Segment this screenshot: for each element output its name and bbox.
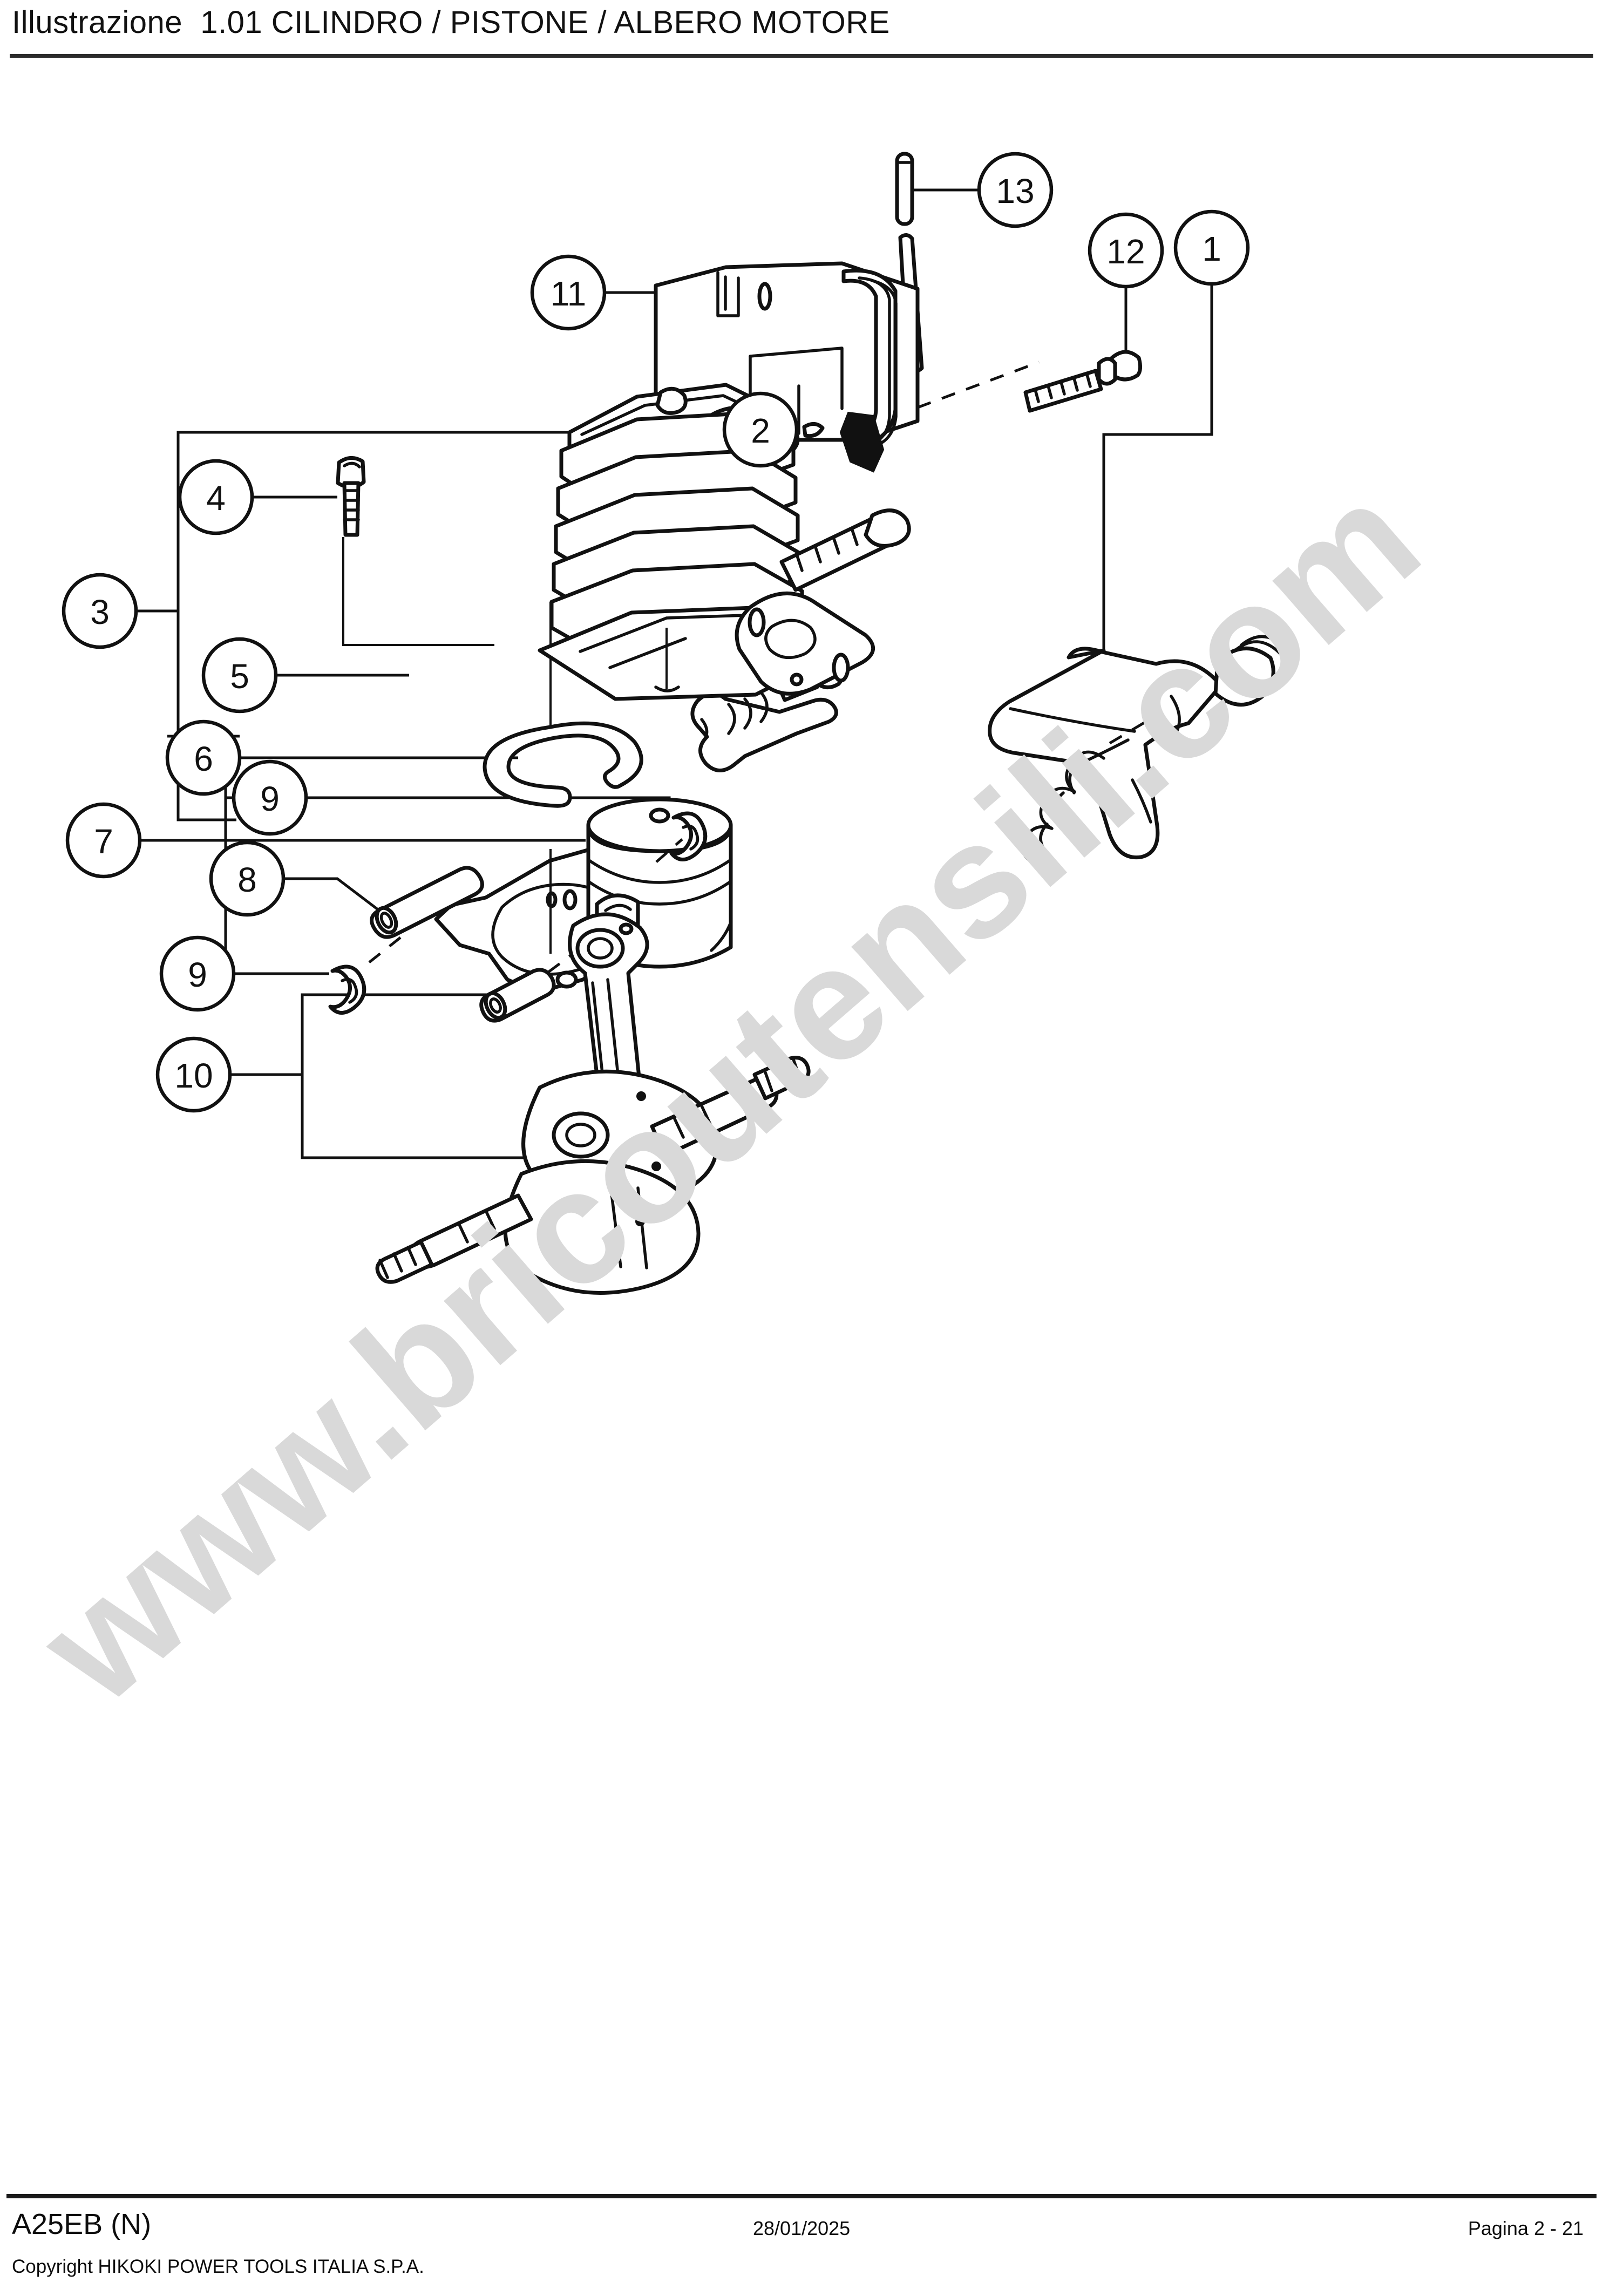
callout-9-lower-label: 9	[188, 955, 207, 994]
callout-4[interactable]: 4	[178, 459, 254, 535]
callout-6[interactable]: 6	[165, 719, 242, 796]
footer-date: 28/01/2025	[753, 2217, 851, 2239]
part-circlip-lower	[328, 964, 366, 1015]
callout-6-label: 6	[194, 739, 213, 778]
callout-9-lower[interactable]: 9	[159, 935, 236, 1012]
parts-diagram: 1 2 3 4 5 6 7	[0, 62, 1603, 2189]
footer-divider	[6, 2194, 1597, 2198]
page-title: Illustrazione 1.01 CILINDRO / PISTONE / …	[12, 5, 890, 40]
part-crankshaft	[375, 912, 811, 1295]
page-header: Illustrazione 1.01 CILINDRO / PISTONE / …	[0, 0, 1603, 62]
callout-bubbles: 1 2 3 4 5 6 7	[62, 152, 1250, 1113]
part-circlip-upper	[669, 811, 708, 861]
part-cylinder-screw	[336, 456, 366, 537]
callout-9-upper-label: 9	[260, 779, 280, 818]
callout-8[interactable]: 8	[209, 840, 286, 917]
part-spark-plug-cap	[988, 635, 1287, 860]
callout-1[interactable]: 1	[1173, 209, 1250, 286]
part-piston-pin	[370, 866, 484, 939]
callout-10[interactable]: 10	[155, 1036, 232, 1113]
assembly-hint-cap-spring	[1109, 718, 1151, 745]
callout-1-label: 1	[1202, 229, 1221, 268]
callout-7[interactable]: 7	[65, 802, 142, 879]
footer-page-number: Pagina 2 - 21	[1468, 2217, 1584, 2239]
callout-10-label: 10	[174, 1056, 213, 1095]
assembly-hint-circlip-upper	[655, 838, 683, 863]
part-cylinder	[538, 383, 911, 701]
part-coil-screw	[1023, 350, 1143, 413]
callout-12-label: 12	[1106, 232, 1145, 271]
callout-3[interactable]: 3	[62, 573, 138, 649]
callout-5[interactable]: 5	[201, 637, 278, 714]
part-cap-spring	[1021, 750, 1105, 866]
callout-5-label: 5	[230, 657, 249, 696]
callout-4-label: 4	[206, 479, 226, 518]
callout-11-label: 11	[551, 274, 586, 313]
callout-9-upper[interactable]: 9	[232, 759, 308, 836]
part-rod-bearing	[479, 968, 556, 1023]
callout-13-label: 13	[996, 172, 1034, 210]
header-divider	[10, 54, 1593, 58]
assembly-hint-coil-screw	[917, 361, 1040, 409]
footer-copyright: Copyright HIKOKI POWER TOOLS ITALIA S.P.…	[12, 2256, 424, 2277]
part-terminal-pin	[895, 152, 914, 226]
callout-3-label: 3	[90, 593, 110, 631]
callout-7-label: 7	[94, 822, 113, 861]
callout-8-label: 8	[237, 860, 257, 899]
callout-12[interactable]: 12	[1088, 212, 1164, 289]
part-piston-ring	[483, 721, 643, 808]
callout-13[interactable]: 13	[977, 152, 1054, 228]
callout-2-label: 2	[751, 411, 770, 450]
assembly-hint-circlip-lower	[368, 936, 402, 963]
footer-model-code: A25EB (N)	[12, 2208, 152, 2240]
callout-2[interactable]: 2	[722, 391, 799, 468]
callout-11[interactable]: 11	[530, 254, 607, 331]
